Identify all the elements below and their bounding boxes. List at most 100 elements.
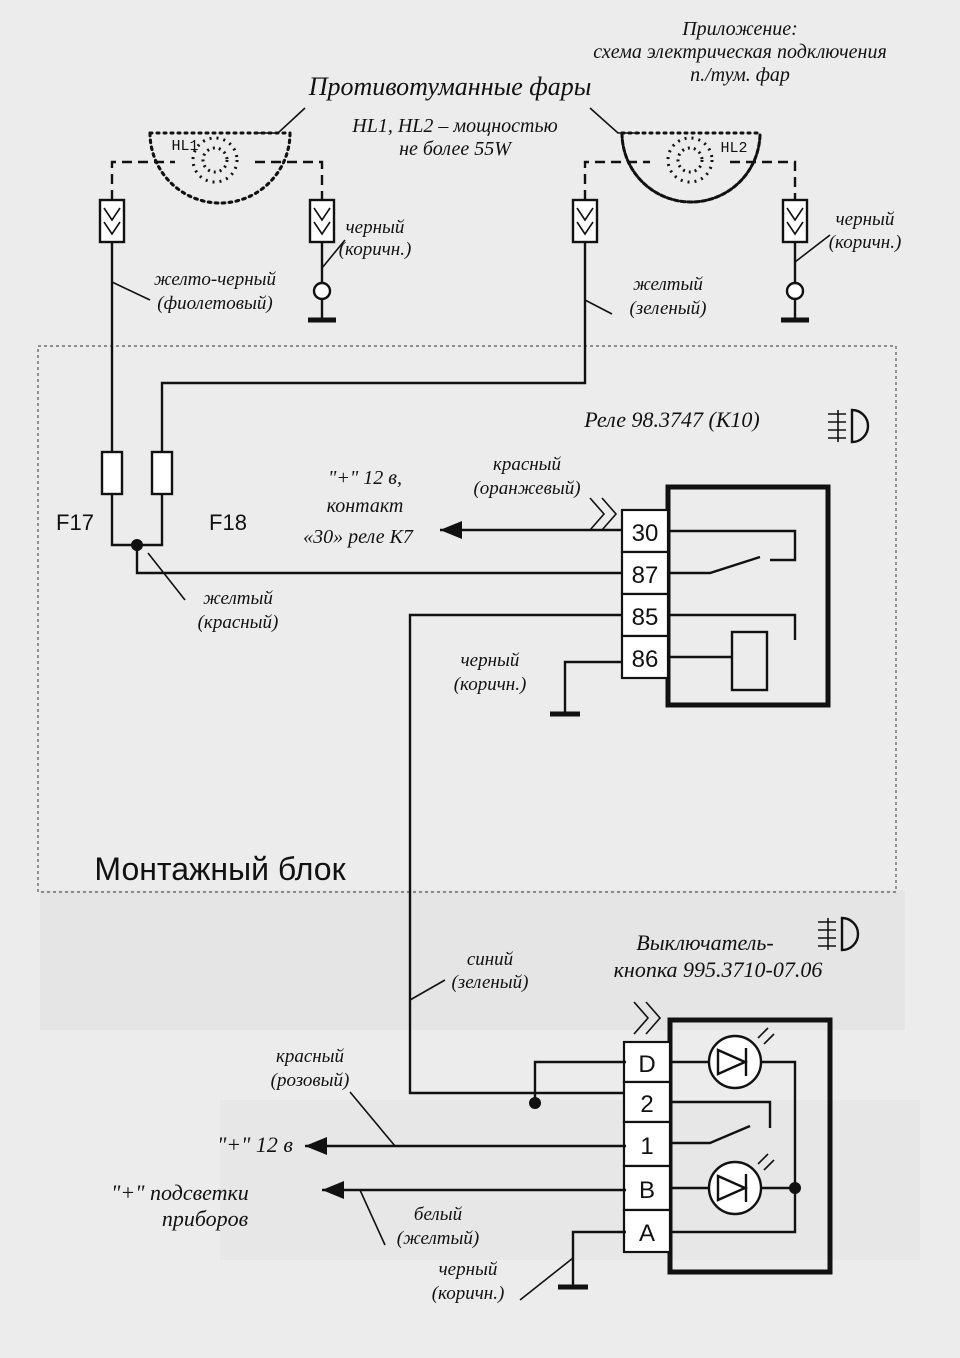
fog-light-hl2: HL2 [620,131,762,204]
wire-label-brown-1: (коричн.) [339,239,412,260]
wire-label-red-2: красный [493,454,562,475]
wire-label-black-3: черный [461,650,520,671]
wire-label-yellow-black: желто-черный [154,269,277,290]
fuse-f18-label: F18 [209,510,247,535]
wire-label-black-1: черный [346,217,405,238]
fuse-icon [100,450,124,496]
switch-button: D 2 1 B A [622,1017,833,1275]
leader [409,979,446,1001]
background-texture [40,890,920,1260]
relay-pin-87: 87 [632,562,659,589]
backlight-label-2: приборов [162,1206,249,1231]
wire-label-green-2: (зеленый) [451,972,528,993]
leader [794,234,831,263]
wire-label-black-2: черный [836,209,895,230]
relay-pin-30: 30 [632,520,659,547]
leader [519,1257,574,1301]
hl1-label: HL1 [171,138,198,155]
appendix-note: Приложение: схема электрическая подключе… [593,18,887,86]
relay-title: Реле 98.3747 (К10) [583,407,760,432]
hl2-lead-right [730,160,797,200]
appendix-line-3: п./тум. фар [690,64,790,86]
fog-lights-title: Противотуманные фары [308,72,592,101]
fuse-f17-label: F17 [56,510,94,535]
wire-d [533,1060,626,1103]
wire-to-87 [135,545,627,575]
wire-label-pink: (розовый) [271,1070,350,1091]
leader [321,239,346,269]
switch-pin-d: D [638,1051,655,1078]
wire-fuse-bridge [110,494,164,547]
relay-pin-85: 85 [632,604,659,631]
connector-icon [98,198,126,244]
relay-pin-86: 86 [632,646,659,673]
switch-pin-1: 1 [640,1133,653,1160]
leader [584,299,613,315]
ground-icon [781,242,809,323]
wire-label-yellow-3: (желтый) [397,1228,479,1249]
connector-icon [308,198,336,244]
wire-hl2-f18 [160,242,587,452]
hl2-lead-left [583,160,650,200]
leader [349,1091,396,1147]
hl1-lead-left [110,160,175,200]
connector-chevron-icon [645,1001,662,1035]
arrow-icon [440,521,462,539]
connector-icon [781,198,809,244]
ground-icon [308,242,336,323]
appendix-line-1: Приложение: [681,18,798,40]
backlight-label-1: "+" подсветки [111,1180,249,1205]
switch-title-2: кнопка 995.3710-07.06 [614,957,823,982]
switch-pin-a: A [639,1220,655,1247]
connector-chevron-icon [601,497,618,531]
fog-light-icon [828,408,870,444]
wire-label-yellow: желтый [633,274,703,295]
leader [111,281,151,301]
fuse-icon [150,450,174,496]
fog-light-hl1: HL1 [148,131,292,205]
title-leader-right [589,107,640,134]
mounting-block-frame [37,345,897,893]
contact30-line1: "+" 12 в, [328,467,402,489]
switch-title-1: Выключатель- [636,930,773,955]
wire-a-ground [571,1230,626,1285]
wire-label-black-4: черный [439,1259,498,1280]
wire-label-brown-2: (коричн.) [829,232,902,253]
wire-85-switch [408,613,626,1095]
connector-icon [571,198,599,244]
switch-pin-b: B [639,1177,655,1204]
led-icon [707,1027,775,1090]
wire-label-red: (красный) [198,612,279,633]
contact30-line2: контакт [327,495,404,517]
hl2-label: HL2 [720,140,747,157]
leader [359,1189,386,1246]
fog-lights-spec-1: HL1, HL2 – мощностью [351,115,557,137]
switch-pin-2: 2 [640,1091,653,1118]
fog-lights-spec-2: не более 55W [399,138,513,160]
arrow-icon [305,1137,327,1155]
wire-label-yellow-2: желтый [203,588,273,609]
wire-86-ground [563,660,622,712]
appendix-line-2: схема электрическая подключения [593,41,887,63]
mounting-block-label: Монтажный блок [94,851,346,887]
wire-label-brown-3: (коричн.) [454,674,527,695]
wire-label-green: (зеленый) [629,298,706,319]
wire-label-brown-4: (коричн.) [432,1283,505,1304]
contact30-line3: «30» реле К7 [303,526,414,548]
wire-label-white: белый [414,1204,463,1225]
junction-dot [529,1097,541,1109]
relay-k10: 30 87 85 86 [620,484,831,708]
title-leader-left [255,107,306,134]
wire-label-orange: (оранжевый) [473,478,580,499]
plus12-label: "+" 12 в [217,1132,293,1157]
hl1-lead-right [255,160,324,200]
connector-chevron-icon [589,497,606,531]
arrow-icon [322,1181,344,1199]
wire-label-blue: синий [467,949,514,970]
wire-label-red-3: красный [276,1046,345,1067]
leader [147,552,186,601]
connector-chevron-icon [633,1001,650,1035]
wire-label-violet: (фиолетовый) [157,293,272,314]
fog-light-icon [818,916,860,952]
